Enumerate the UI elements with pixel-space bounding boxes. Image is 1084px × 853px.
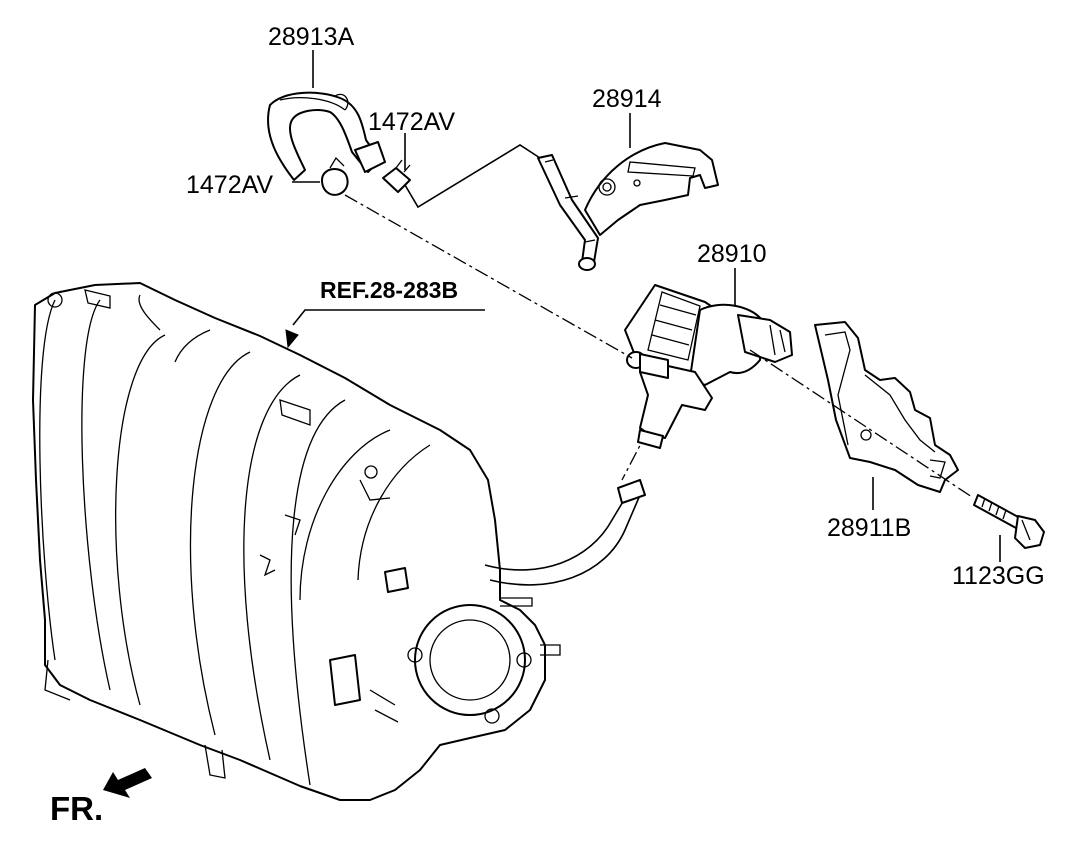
bolt-1123GG: [973, 494, 1045, 549]
valve-bracket-28911B: [814, 321, 959, 493]
label-1472AV-lower: 1472AV: [186, 171, 273, 199]
hose-route-line: [404, 144, 541, 209]
leader-lines: [285, 50, 1001, 562]
front-arrow-icon: [103, 768, 152, 798]
purge-valve-28910: [624, 284, 793, 449]
hose-assembly-28913A: [267, 91, 386, 181]
vacuum-hose: [484, 429, 649, 586]
label-28914: 28914: [592, 85, 662, 113]
label-28910: 28910: [697, 240, 767, 268]
hose-bracket-28914: [537, 142, 719, 271]
reference-label: REF.28-283B: [320, 277, 458, 303]
label-1123GG: 1123GG: [952, 562, 1045, 590]
assembly-centerlines: [344, 194, 973, 498]
front-label: FR.: [50, 790, 103, 827]
intake-manifold: [32, 282, 561, 801]
front-indicator: FR.: [50, 768, 152, 827]
label-1472AV-upper: 1472AV: [368, 108, 455, 136]
clamp-upper-1472AV: [382, 159, 411, 193]
label-28911B: 28911B: [827, 514, 911, 542]
clamp-lower-1472AV: [321, 156, 349, 196]
label-28913A: 28913A: [268, 23, 355, 51]
